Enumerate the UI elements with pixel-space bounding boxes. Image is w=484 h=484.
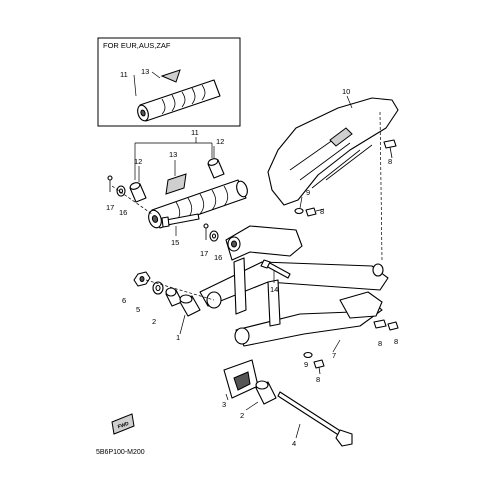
inset-shock-absorber xyxy=(137,79,221,122)
inset-variant-box: FOR EUR,AUS,ZAF 11 13 xyxy=(97,37,241,127)
cotter-pin-17-right xyxy=(203,223,209,240)
bolt-15 xyxy=(161,213,200,228)
inset-callout-13: 13 xyxy=(141,67,149,76)
callout-11: 11 xyxy=(191,128,199,137)
callout-13: 13 xyxy=(169,150,177,159)
callout-4: 4 xyxy=(292,439,296,448)
callout-17-right: 17 xyxy=(200,249,208,258)
washer-5 xyxy=(152,281,164,295)
callout-8-lower: 8 xyxy=(316,375,320,384)
callout-12-left: 12 xyxy=(134,157,142,166)
bolt-8-lower xyxy=(313,359,325,375)
chain-guard xyxy=(267,97,399,206)
forward-arrow-icon: FWD xyxy=(111,413,135,435)
callout-16-right: 16 xyxy=(214,253,222,262)
washer-16-right xyxy=(209,230,219,242)
callout-9-upper: 9 xyxy=(306,188,310,197)
caution-label-13 xyxy=(165,173,187,195)
bolt-14 xyxy=(260,259,291,279)
nut-6 xyxy=(133,271,151,287)
diagram-code: 5B6P100-M200 xyxy=(96,449,145,456)
callout-8-upper: 8 xyxy=(388,157,392,166)
washer-16-left xyxy=(116,185,126,197)
callout-9-lower: 9 xyxy=(304,360,308,369)
callout-17-left: 17 xyxy=(106,203,114,212)
chain-support-3 xyxy=(223,359,259,399)
cotter-pin-17-left xyxy=(107,175,113,192)
washer-9-lower xyxy=(303,351,313,359)
pivot-shaft-4 xyxy=(277,391,353,447)
callout-6: 6 xyxy=(122,296,126,305)
callout-5: 5 xyxy=(136,305,140,314)
bolt-8-right-b xyxy=(387,321,399,331)
callout-7: 7 xyxy=(332,351,336,360)
washer-9-upper xyxy=(294,207,304,215)
bush-2-lower xyxy=(255,380,277,405)
callout-8-right-a: 8 xyxy=(378,339,382,348)
callout-14: 14 xyxy=(270,285,278,294)
inset-label-sticker xyxy=(160,69,181,83)
collar-12-right xyxy=(207,158,225,179)
fwd-label: FWD xyxy=(117,421,130,431)
callout-16-left: 16 xyxy=(119,208,127,217)
callout-2-upper: 2 xyxy=(152,317,156,326)
inset-callout-11: 11 xyxy=(120,70,128,79)
collar-12-left xyxy=(129,182,147,203)
bolt-8-middle xyxy=(305,207,325,217)
bush-2-upper xyxy=(165,287,183,307)
callout-2-lower: 2 xyxy=(240,411,244,420)
rear-shock-absorber xyxy=(148,179,248,229)
callout-3: 3 xyxy=(222,400,226,409)
bolt-8-upper xyxy=(383,139,397,159)
rear-swing-arm xyxy=(199,225,389,347)
callout-8-middle: 8 xyxy=(320,207,324,216)
callout-10: 10 xyxy=(342,87,350,96)
callout-8-right-b: 8 xyxy=(394,337,398,346)
inset-title: FOR EUR,AUS,ZAF xyxy=(103,41,171,50)
callout-15: 15 xyxy=(171,238,179,247)
callout-12-right: 12 xyxy=(216,137,224,146)
collar-1 xyxy=(179,294,201,317)
bolt-8-right-a xyxy=(373,319,387,329)
callout-1: 1 xyxy=(176,333,180,342)
